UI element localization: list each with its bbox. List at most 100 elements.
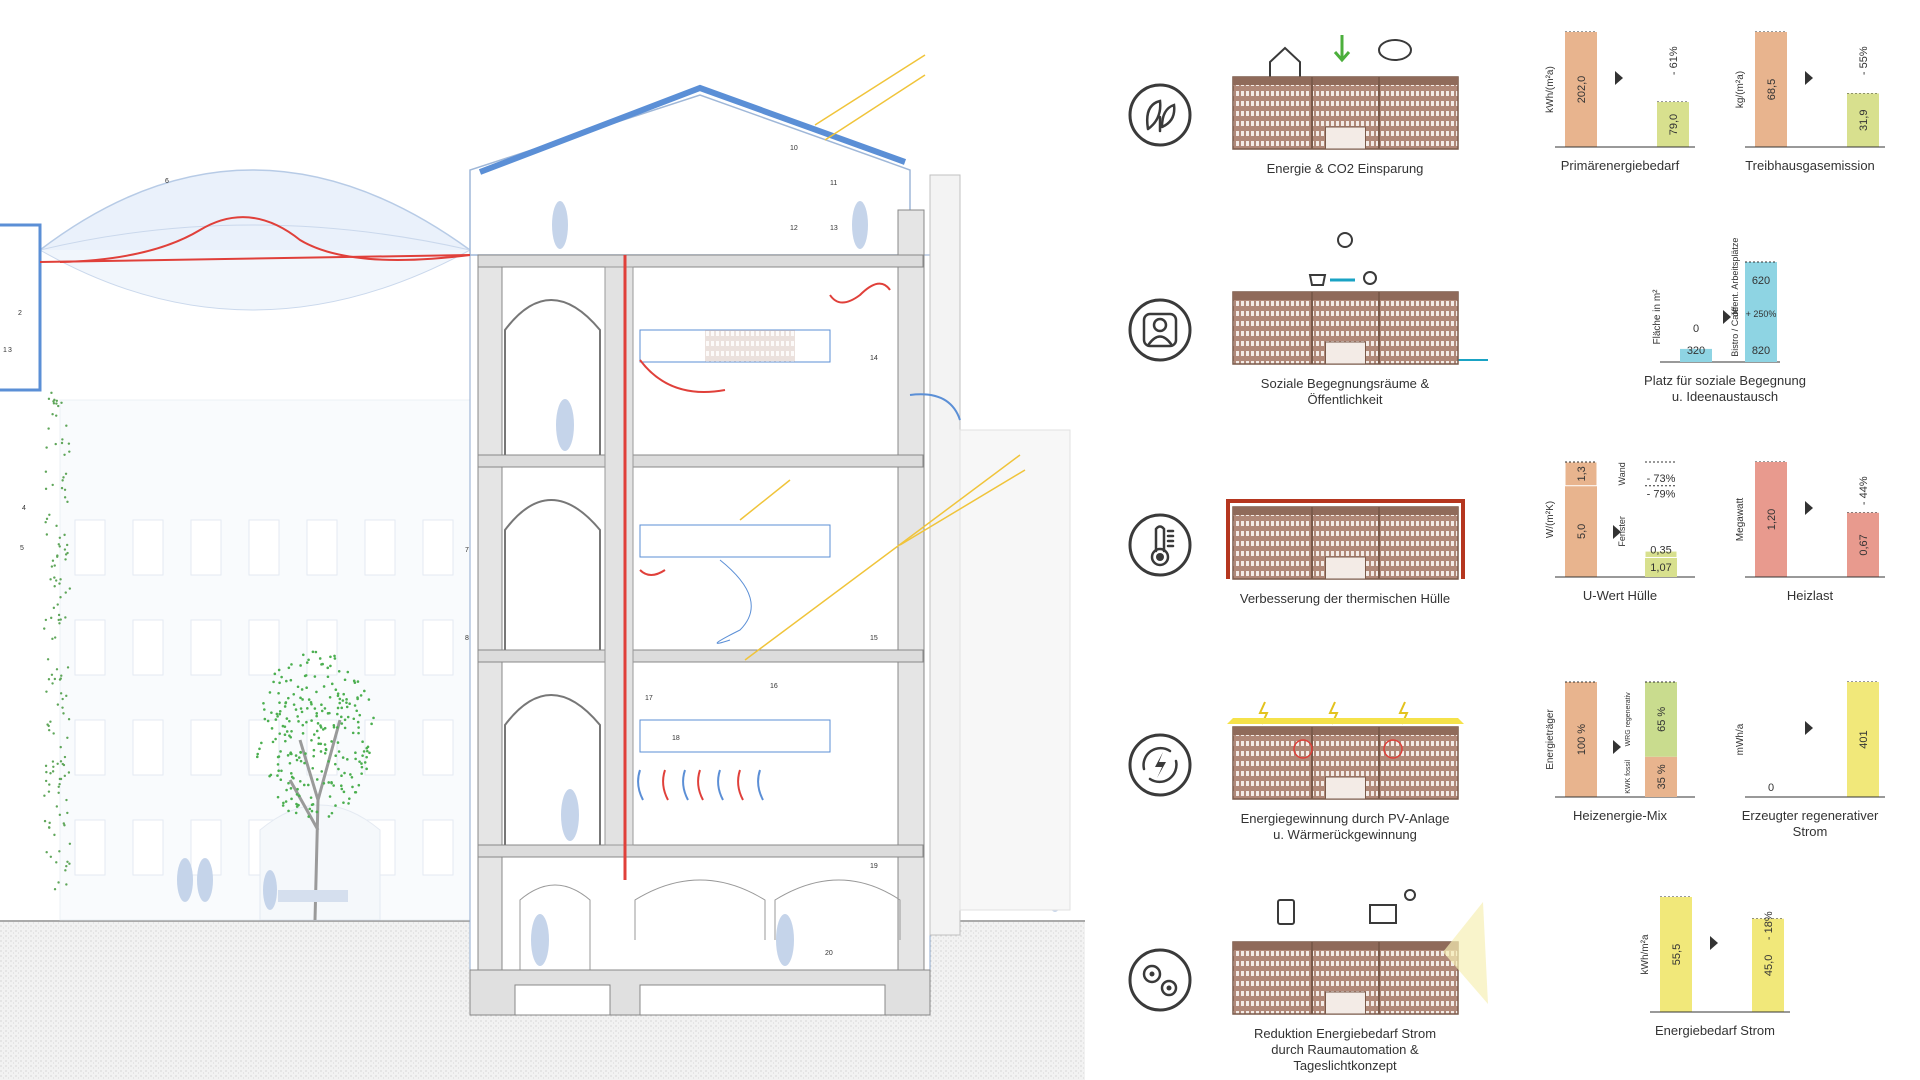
data-label: - 79% (1647, 489, 1676, 501)
group-icon (1338, 233, 1352, 247)
row-sozial: Soziale Begegnungsräume &ÖffentlichkeitF… (1130, 233, 1806, 407)
section-label: 6 (165, 178, 169, 185)
chart-title: Strom (1793, 824, 1828, 839)
chart-axis-label: Fläche in m² (1652, 289, 1663, 345)
bar-chart: Fläche in m²0320620+ 250%820Bistro / Caf… (1644, 238, 1806, 404)
building-elevation (1233, 902, 1488, 1014)
sun-icon (1405, 890, 1415, 900)
infographic: Energie & CO2 Einsparung202,079,0kWh/(m²… (1130, 32, 1885, 1073)
chart-axis-label: kg/(m²a) (1735, 71, 1746, 108)
main-building (470, 88, 930, 1015)
arrow-marker (1615, 71, 1623, 85)
arrow-marker (1710, 936, 1718, 950)
person-icon (1130, 300, 1190, 360)
tablet-icon (1278, 900, 1294, 924)
co2-cloud-icon (1379, 40, 1411, 60)
pictograms (1278, 890, 1415, 924)
data-label: 0,35 (1650, 544, 1671, 556)
data-label: + 250% (1746, 309, 1777, 319)
segment-label: WRG regenerativ (1625, 692, 1632, 747)
caption: Soziale Begegnungsräume & (1261, 376, 1430, 391)
data-label: 202,0 (1576, 76, 1588, 104)
building-elevation (1228, 501, 1463, 579)
gears-icon (1130, 950, 1190, 1010)
data-label: - 73% (1647, 473, 1676, 485)
section-label: 18 (672, 735, 680, 742)
chart-title: Energiebedarf Strom (1655, 1023, 1775, 1038)
section-label: 3 (8, 347, 12, 354)
section-label: 13 (830, 225, 838, 232)
data-label: 45,0 (1763, 955, 1775, 976)
bar-chart: 1,200,67Megawatt- 44%Heizlast (1735, 462, 1885, 603)
bar-chart: 55,545,0kWh/m²a- 18%Energiebedarf Strom (1640, 897, 1790, 1038)
data-label: 55,5 (1671, 944, 1683, 965)
data-label: 820 (1752, 345, 1770, 357)
data-label: 79,0 (1668, 114, 1680, 135)
chart-title: Heizlast (1787, 588, 1834, 603)
data-label: - 55% (1858, 46, 1870, 75)
building-elevation (1233, 77, 1458, 149)
chart-axis-label: Megawatt (1735, 498, 1746, 542)
section-label: 1 (3, 347, 7, 354)
section-label: 2 (18, 310, 22, 317)
leaf-icon (1130, 85, 1190, 145)
energy-cycle-icon (1130, 735, 1190, 795)
thermometer-icon (1130, 515, 1190, 575)
desk-icon (1370, 905, 1396, 923)
caption: Verbesserung der thermischen Hülle (1240, 591, 1450, 606)
data-label: 1,20 (1766, 509, 1778, 530)
data-label: 0 (1768, 782, 1774, 794)
bar-chart: 100 %Energieträger35 %KWK fossil65 %WRG … (1545, 682, 1695, 823)
arrow-marker (1805, 71, 1813, 85)
chart-title: Primärenergiebedarf (1561, 158, 1680, 173)
chart-axis-label: mWh/a (1735, 723, 1746, 755)
data-label: 620 (1752, 275, 1770, 287)
caption: u. Wärmerückgewinnung (1273, 827, 1417, 842)
chart-title: u. Ideenaustausch (1672, 389, 1778, 404)
chart-title: Heizenergie-Mix (1573, 808, 1667, 823)
coffee-icon (1310, 275, 1325, 285)
data-label: 401 (1858, 730, 1870, 748)
down-arrow-icon (1335, 35, 1349, 60)
data-label: 35 % (1656, 764, 1668, 789)
caption: Energiegewinnung durch PV-Anlage (1241, 811, 1450, 826)
caption: durch Raumautomation & (1271, 1042, 1419, 1057)
neighbor-facade (930, 175, 1070, 935)
data-label: 320 (1687, 345, 1705, 357)
glass-dome (0, 170, 470, 390)
section-label: 19 (870, 863, 878, 870)
data-label: 5,0 (1576, 524, 1588, 539)
section-label: 5 (20, 545, 24, 552)
building-elevation (1227, 718, 1464, 799)
caption: Tageslichtkonzept (1293, 1058, 1397, 1073)
category-label: Fenster (1617, 516, 1627, 547)
building-section: 123456781011121314151617181920 (0, 55, 1085, 1080)
background-facade (60, 400, 480, 920)
section-label: 11 (830, 180, 837, 187)
arrow-marker (1613, 740, 1621, 754)
segment-label: öffent. Arbeitsplätze (1730, 238, 1740, 317)
chart-axis-label: Energieträger (1545, 709, 1556, 770)
house-energy-icon (1270, 48, 1300, 78)
caption: Reduktion Energiebedarf Strom (1254, 1026, 1436, 1041)
section-label: 17 (645, 695, 653, 702)
chart-title: Treibhausgasemission (1745, 158, 1875, 173)
chart-axis-label: kWh/m²a (1640, 934, 1651, 974)
row-pv: Energiegewinnung durch PV-Anlageu. Wärme… (1130, 682, 1885, 842)
pictograms (1270, 35, 1411, 78)
section-label: 15 (870, 635, 878, 642)
row-huelle: Verbesserung der thermischen Hülle5,01,3… (1130, 462, 1885, 606)
section-label: 10 (790, 145, 798, 152)
segment-label: KWK fossil (1625, 760, 1632, 794)
data-label: - 61% (1668, 46, 1680, 75)
section-label: 12 (790, 225, 798, 232)
arrow-marker (1805, 501, 1813, 515)
data-label: 0,67 (1858, 534, 1870, 555)
category-label: Wand (1617, 462, 1627, 485)
data-label: 31,9 (1858, 110, 1870, 131)
section-label: 14 (870, 355, 878, 362)
row-strom: Reduktion Energiebedarf Stromdurch Rauma… (1130, 890, 1790, 1073)
chart-axis-label: kWh/(m²a) (1545, 66, 1556, 113)
section-label: 8 (465, 635, 469, 642)
